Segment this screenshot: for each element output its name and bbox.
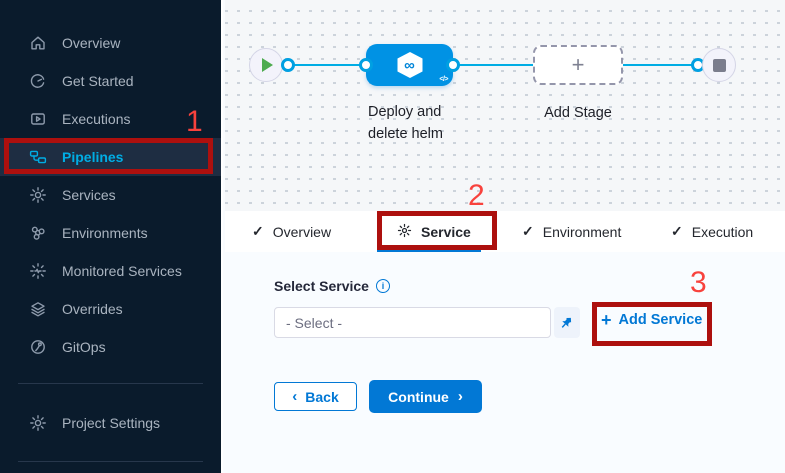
pin-icon — [561, 317, 572, 328]
add-service-button[interactable]: + Add Service — [601, 311, 702, 329]
executions-icon — [29, 110, 47, 128]
sidebar-item-label: GitOps — [62, 339, 106, 355]
select-service-label: Select Service i — [274, 278, 390, 294]
gear-icon — [397, 223, 412, 241]
check-icon: ✓ — [252, 223, 264, 239]
sidebar-item-label: Project Settings — [62, 415, 161, 431]
sidebar-item-pipelines[interactable]: Pipelines — [0, 138, 221, 176]
pin-button[interactable] — [554, 307, 580, 338]
service-tab-panel: Select Service i - Select - + Add Servic… — [225, 252, 785, 473]
sidebar-item-label: Services — [62, 187, 116, 203]
add-stage-button[interactable]: + — [533, 45, 623, 85]
pipeline-canvas: ∞ </> Deploy and delete helm + Add Stage — [225, 0, 785, 211]
plus-icon: + — [601, 310, 612, 330]
tab-label: Overview — [272, 223, 332, 240]
sidebar-item-label: Environments — [62, 225, 148, 241]
cd-hexagon-icon: ∞ — [395, 52, 425, 78]
pipeline-end-node[interactable] — [702, 48, 736, 82]
home-icon — [29, 34, 47, 52]
service-select-dropdown[interactable]: - Select - — [274, 307, 551, 338]
select-placeholder: - Select - — [286, 314, 343, 331]
info-icon[interactable]: i — [375, 279, 390, 293]
tab-label: Environment — [542, 223, 622, 240]
add-stage-label: Add Stage — [544, 105, 612, 121]
pipeline-start-node[interactable] — [249, 48, 283, 82]
chevron-left-icon: ‹ — [292, 388, 298, 405]
sidebar-item-environments[interactable]: Environments — [0, 214, 221, 252]
sidebar-item-executions[interactable]: Executions — [0, 100, 221, 138]
sidebar-item-project-settings[interactable]: Project Settings — [0, 404, 221, 442]
stage-label: Deploy and delete helm — [368, 104, 443, 142]
tab-environment[interactable]: ✓ Environment — [522, 211, 621, 252]
services-icon — [29, 186, 47, 204]
sidebar-item-services[interactable]: Services — [0, 176, 221, 214]
sidebar-item-overview[interactable]: Overview — [0, 24, 221, 62]
tab-label: Service — [421, 223, 471, 240]
add-service-label: Add Service — [618, 312, 703, 328]
code-icon: </> — [439, 76, 448, 83]
sidebar-item-label: Overrides — [62, 301, 123, 317]
stage-config-tabbar: ✓ Overview Service ✓ Environment ✓ Execu… — [225, 211, 785, 252]
chevron-right-icon: › — [457, 388, 463, 405]
back-button-label: Back — [305, 388, 339, 405]
sidebar-item-gitops[interactable]: GitOps — [0, 328, 221, 366]
sidebar-item-label: Overview — [62, 35, 121, 51]
sidebar-item-label: Pipelines — [62, 149, 124, 165]
connector-port — [281, 58, 295, 72]
plus-icon: + — [571, 52, 585, 77]
sidebar-item-label: Monitored Services — [62, 263, 182, 279]
sidebar-divider — [18, 383, 203, 384]
sidebar-item-label: Executions — [62, 111, 131, 127]
continue-button[interactable]: Continue › — [369, 380, 482, 413]
check-icon: ✓ — [671, 223, 683, 239]
tab-service[interactable]: Service — [397, 211, 471, 252]
pipelines-icon — [29, 148, 47, 166]
environments-icon — [29, 224, 47, 242]
continue-button-label: Continue — [388, 388, 449, 405]
sidebar-nav: Overview Get Started Executions Pipeline… — [0, 0, 221, 462]
infinity-icon: ∞ — [404, 56, 415, 74]
connector-port — [359, 58, 373, 72]
active-tab-underline — [377, 249, 481, 252]
sidebar-item-overrides[interactable]: Overrides — [0, 290, 221, 328]
sidebar-divider — [18, 461, 203, 462]
tab-label: Execution — [691, 223, 754, 240]
sidebar-item-monitored-services[interactable]: Monitored Services — [0, 252, 221, 290]
stop-icon — [712, 58, 726, 72]
layers-icon — [29, 300, 47, 318]
sidebar-item-get-started[interactable]: Get Started — [0, 62, 221, 100]
monitored-services-icon — [29, 262, 47, 280]
tab-overview[interactable]: ✓ Overview — [252, 211, 331, 252]
stage-node-deploy[interactable]: ∞ </> — [366, 44, 453, 86]
connector-port — [446, 58, 460, 72]
pipeline-connector-line — [285, 64, 695, 66]
gitops-icon — [29, 338, 47, 356]
sidebar: Overview Get Started Executions Pipeline… — [0, 0, 223, 473]
check-icon: ✓ — [522, 223, 534, 239]
sidebar-item-label: Get Started — [62, 73, 134, 89]
gear-icon — [29, 414, 47, 432]
back-button[interactable]: ‹ Back — [274, 382, 357, 411]
get-started-icon — [29, 72, 47, 90]
play-icon — [262, 58, 273, 72]
tab-execution[interactable]: ✓ Execution — [671, 211, 753, 252]
